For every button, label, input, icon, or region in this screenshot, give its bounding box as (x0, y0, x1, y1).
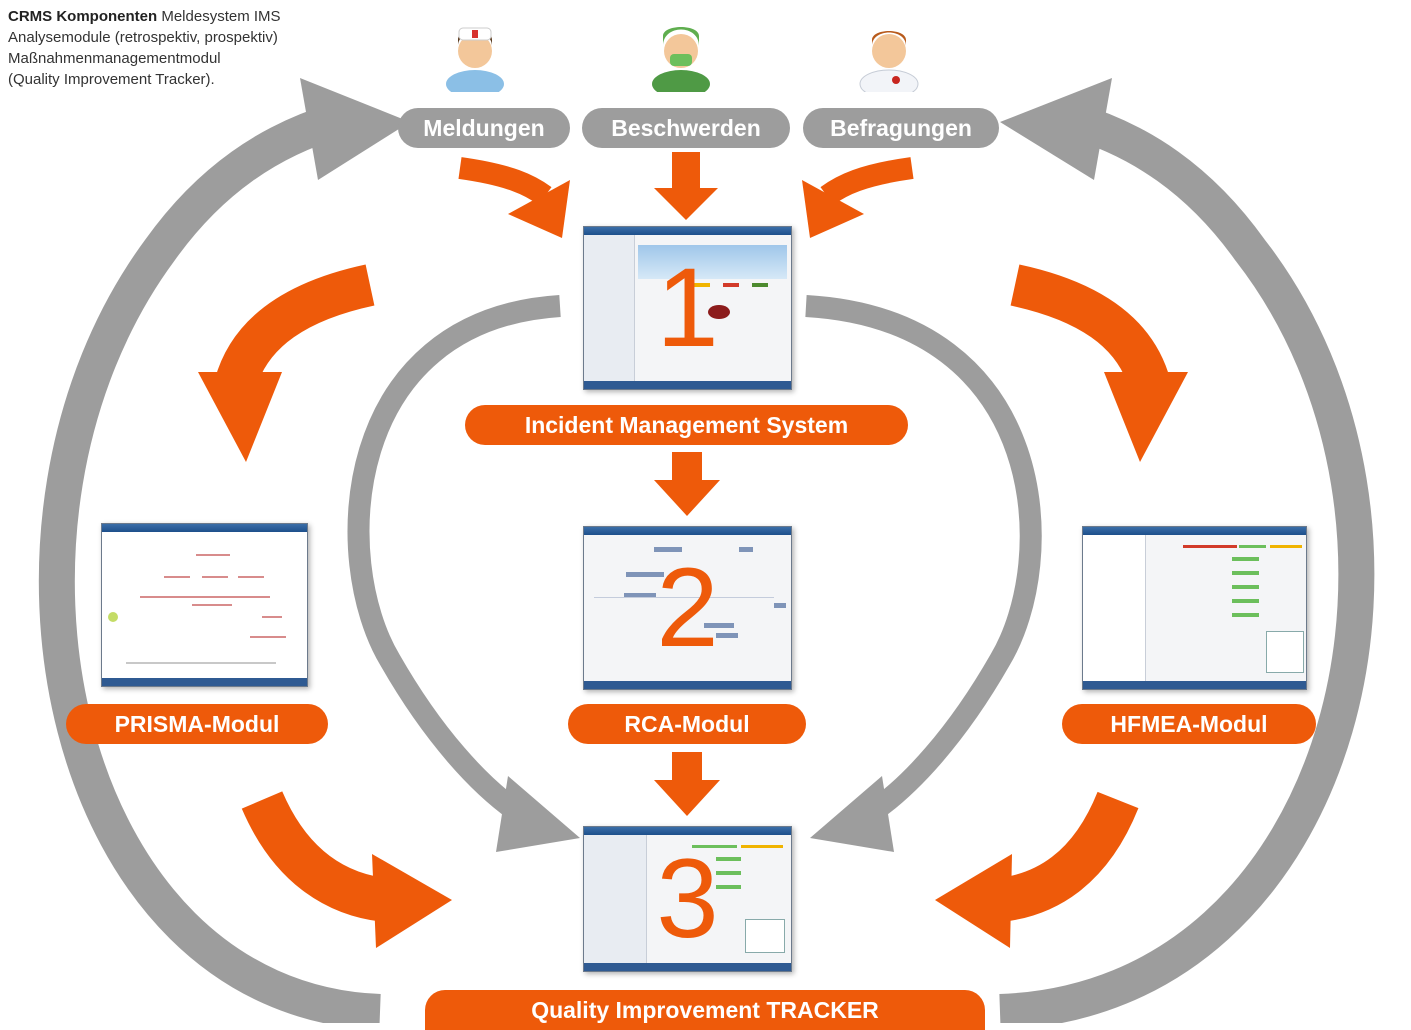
ims-number: 1 (656, 245, 719, 370)
rca-number: 2 (656, 545, 719, 670)
intro-line-ims: Meldesystem IMS (161, 8, 281, 25)
outer-cycle-left-arrow (38, 78, 410, 1023)
hfmea-screenshot (1082, 526, 1307, 690)
rca-label: RCA-Modul (568, 704, 806, 744)
to-prisma-arrow (198, 264, 375, 462)
outer-cycle-right-arrow (999, 78, 1375, 1023)
intro-line-measures: Maßnahmenmanagementmodul (8, 50, 221, 67)
ims-label: Incident Management System (465, 405, 908, 445)
hfmea-to-tracker-arrow (935, 791, 1139, 948)
nurse-icon (446, 27, 504, 92)
tracker-number: 3 (656, 836, 719, 961)
intro-text: CRMS Komponenten Meldesystem IMS Analyse… (8, 6, 388, 90)
source-beschwerden: Beschwerden (582, 108, 790, 148)
prisma-label: PRISMA-Modul (66, 704, 328, 744)
intro-line-tracker: (Quality Improvement Tracker). (8, 71, 215, 88)
source-befragungen: Befragungen (803, 108, 999, 148)
hfmea-label: HFMEA-Modul (1062, 704, 1316, 744)
tracker-screenshot: 3 (583, 826, 792, 972)
inner-left-gray-arrow (347, 295, 580, 852)
surgeon-icon (652, 27, 710, 92)
ims-screenshot: 1 (583, 226, 792, 390)
beschwerden-to-ims-arrow (654, 152, 718, 220)
rca-screenshot: 2 (583, 526, 792, 690)
intro-line-analysis: Analysemodule (retrospektiv, prospektiv) (8, 29, 278, 46)
tracker-label: Quality Improvement TRACKER (425, 990, 985, 1030)
prisma-screenshot (101, 523, 308, 687)
to-hfmea-arrow (1010, 264, 1188, 462)
doctor-icon (859, 31, 919, 92)
intro-title: CRMS Komponenten (8, 8, 158, 25)
inner-right-gray-arrow (805, 295, 1042, 852)
source-meldungen: Meldungen (398, 108, 570, 148)
rca-to-tracker-arrow (654, 752, 720, 816)
meldungen-to-ims-arrow (458, 157, 570, 238)
befragungen-to-ims-arrow (802, 157, 914, 238)
prisma-to-tracker-arrow (241, 790, 452, 948)
ims-to-rca-arrow (654, 452, 720, 516)
